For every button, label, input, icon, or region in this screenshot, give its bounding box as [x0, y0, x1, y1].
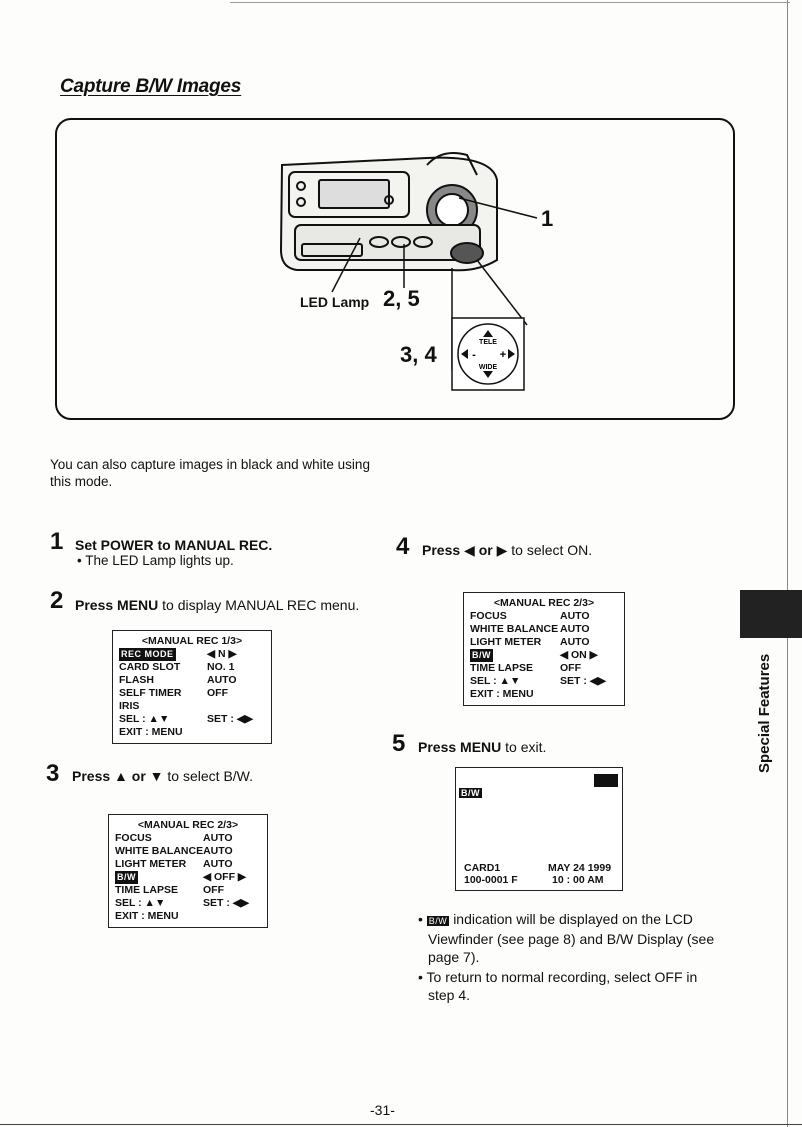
page-title: Capture B/W Images [60, 76, 242, 97]
menu-row-label: SEL : ▲▼ [470, 675, 521, 687]
step-5-bold: Press MENU [418, 739, 502, 755]
step-3-rest: to select B/W. [167, 768, 254, 784]
camera-figure: TELE WIDE - + 1 LED Lamp 2, 5 3, 4 [55, 118, 735, 420]
menu-row-value: SET : ◀▶ [203, 897, 249, 909]
step-4-number: 4 [396, 533, 410, 560]
battery-icon [594, 774, 618, 787]
step-5-rest: to exit. [505, 739, 547, 755]
callout-2-5: 2, 5 [383, 286, 420, 311]
menu-row-value: AUTO [560, 610, 590, 622]
step-1-sub: • The LED Lamp lights up. [77, 553, 234, 568]
menu-row-label: FOCUS [115, 832, 152, 844]
step-2-number: 2 [50, 587, 64, 614]
menu-row-value: AUTO [203, 832, 233, 844]
lcd-date: MAY 24 1999 [548, 862, 612, 874]
menu-header: <MANUAL REC 2/3> [137, 819, 239, 831]
menu-row-value: SET : ◀▶ [207, 713, 253, 725]
step-3-number: 3 [46, 760, 60, 787]
menu-row-value [207, 726, 265, 739]
step-5-text: Press MENU to exit. [418, 739, 546, 755]
side-label-text: Special Features [756, 653, 773, 773]
menu-row-label: CARD SLOT [119, 661, 181, 673]
menu-row-label: FLASH [119, 674, 154, 686]
top-rule [230, 2, 790, 3]
right-margin-rule [787, 0, 788, 1127]
step-2-text: Press MENU to display MANUAL REC menu. [75, 597, 359, 613]
menu-row-label: TIME LAPSE [470, 662, 534, 674]
menu-row-value: ◀ OFF ▶ [203, 871, 246, 883]
menu-row-value: ◀ ON ▶ [560, 649, 598, 661]
lcd-time: 10 : 00 AM [552, 874, 604, 886]
menu-row-value: OFF [203, 884, 224, 896]
lcd-file: 100-0001 F [464, 874, 518, 886]
dial-tele-label: TELE [479, 339, 497, 346]
led-lamp-label: LED Lamp [300, 294, 370, 310]
note-1: • B/W indication will be displayed on th… [418, 911, 715, 965]
page-number: -31- [370, 1102, 395, 1118]
step-3-text: Press ▲ or ▼ to select B/W. [72, 768, 253, 784]
note-2: • To return to normal recording, select … [418, 969, 698, 1003]
dial-minus-label: - [472, 349, 476, 361]
menu-row-value: SET : ◀▶ [560, 675, 606, 687]
menu-row-value: AUTO [560, 636, 590, 648]
menu-row-label: SEL : ▲▼ [119, 713, 170, 725]
menu-rec-2-off: <MANUAL REC 2/3> FOCUS AUTO WHITE BALANCE… [108, 814, 268, 928]
notes: • B/W indication will be displayed on th… [418, 910, 718, 1006]
menu-row-label: WHITE BALANCE [470, 623, 559, 635]
menu-row-label: EXIT : MENU [470, 688, 534, 700]
menu-header: <MANUAL REC 2/3> [493, 597, 595, 609]
menu-header: <MANUAL REC 1/3> [141, 635, 243, 647]
menu-row-value: NO. 1 [207, 661, 235, 673]
callout-3-4: 3, 4 [400, 342, 437, 367]
lcd-display: B/W CARD1 100-0001 F MAY 24 1999 10 : 00… [455, 767, 623, 891]
menu-row-label: WHITE BALANCE [115, 845, 204, 857]
menu-row-value: AUTO [207, 674, 237, 686]
step-2-rest: to display MANUAL REC menu. [162, 597, 360, 613]
note-1-text: indication will be displayed on the LCD … [428, 911, 715, 965]
step-2-bold: Press MENU [75, 597, 159, 613]
menu-row-label: LIGHT METER [470, 636, 542, 648]
lcd-card: CARD1 [464, 862, 501, 874]
menu-row-label: SELF TIMER [119, 687, 182, 699]
bw-badge: B/W [459, 788, 482, 798]
menu-row-label: B/W [115, 871, 138, 884]
menu-row-label: EXIT : MENU [119, 726, 183, 738]
menu-row-value: OFF [560, 662, 581, 674]
menu-rec-2-on: <MANUAL REC 2/3> FOCUS AUTO WHITE BALANCE… [463, 592, 625, 706]
menu-row-value [560, 688, 618, 701]
menu-row-value: ◀ N ▶ [207, 648, 237, 660]
step-1-number: 1 [50, 528, 64, 555]
section-tab-marker [740, 590, 802, 638]
dial-plus-label: + [500, 349, 506, 361]
step-1-text: Set POWER to MANUAL REC. [75, 537, 273, 553]
dial-wide-label: WIDE [479, 364, 498, 371]
menu-rec-1: <MANUAL REC 1/3> REC MODE ◀ N ▶ CARD SLOT… [112, 630, 272, 744]
menu-row-label: SEL : ▲▼ [115, 897, 166, 909]
menu-row-label: FOCUS [470, 610, 507, 622]
menu-row-value: OFF [207, 687, 228, 699]
bw-badge-inline: B/W [426, 916, 450, 926]
menu-row-value: AUTO [560, 623, 590, 635]
camera-illustration: TELE WIDE - + [279, 152, 538, 391]
menu-row-label: IRIS [119, 700, 140, 712]
menu-row-label: LIGHT METER [115, 858, 187, 870]
menu-row-value: AUTO [203, 845, 233, 857]
step-4-text: Press ◀ or ▶ to select ON. [422, 542, 592, 559]
intro-text: You can also capture images in black and… [50, 457, 370, 489]
step-4-rest: to select ON. [511, 542, 593, 558]
bottom-rule [0, 1124, 802, 1125]
step-5-number: 5 [392, 730, 406, 757]
menu-row-label: B/W [470, 649, 493, 662]
step-3-bold: Press ▲ or ▼ [72, 768, 164, 784]
menu-row-value [203, 910, 261, 923]
note-2-text: To return to normal recording, select OF… [426, 969, 698, 1003]
menu-row-value: AUTO [203, 858, 233, 870]
menu-row-label: TIME LAPSE [115, 884, 179, 896]
menu-row-label: EXIT : MENU [115, 910, 179, 922]
menu-row-value [207, 700, 265, 713]
callout-1: 1 [541, 206, 554, 231]
section-side-label: Special Features [752, 653, 774, 775]
step-4-bold: Press ◀ or ▶ [422, 542, 508, 558]
menu-row-label: REC MODE [119, 648, 176, 661]
